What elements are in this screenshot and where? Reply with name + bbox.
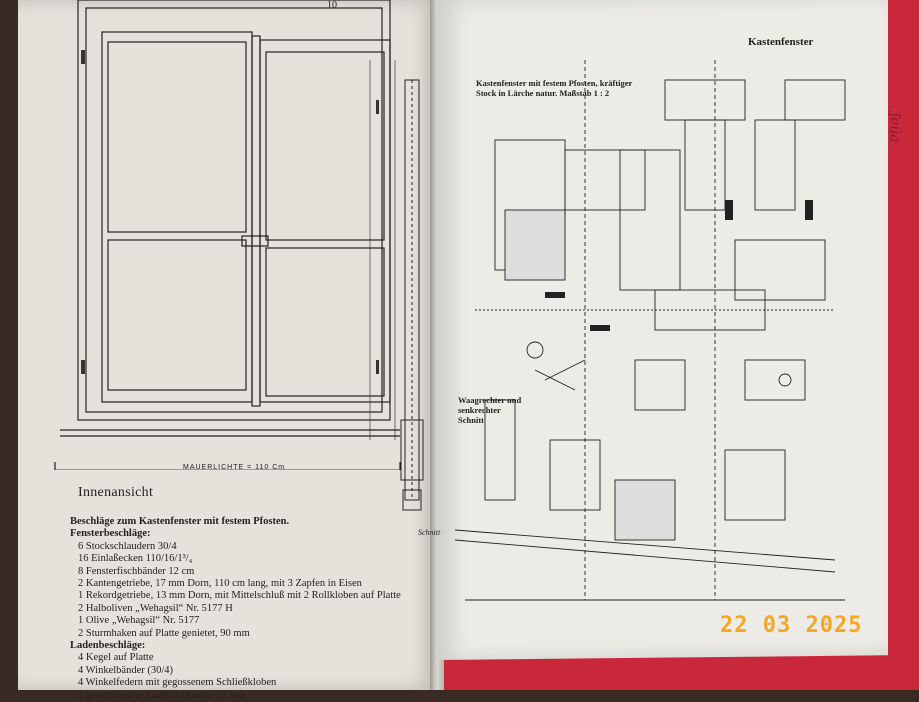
running-title: Kastenfenster: [748, 36, 814, 48]
list-item: 2 geschmiedete Ladenlichtweite 30 mm: [78, 689, 246, 701]
list-item: 2 Halboliven „Wehagsil“ Nr. 5177 H: [78, 602, 233, 614]
list-item: 8 Fensterfischbänder 12 cm: [78, 565, 195, 577]
list-item: 4 Winkelbänder (30/4): [78, 664, 174, 676]
drawing-caption: Kastenfenster mit festem Pfosten, kräfti…: [476, 78, 633, 98]
page-top-fragment: 10: [327, 0, 337, 11]
dimension-label: MAUERLICHTE = 110 Cm: [183, 464, 286, 471]
list-item: 1 Rekordgetriebe, 13 mm Dorn, mit Mittel…: [78, 590, 401, 602]
date-stamp: 22 03 2025: [720, 613, 863, 638]
left-book-page: [18, 0, 438, 690]
fittings-list: Beschläge zum Kastenfenster mit festem P…: [70, 516, 420, 702]
list-item: 2 Kantengetriebe, 17 mm Dorn, 110 cm lan…: [78, 578, 362, 590]
list-item: 1 Olive „Wehagsil“ Nr. 5177: [78, 615, 200, 627]
list-item: 6 Stockschlaudern 30/4: [78, 540, 177, 552]
shutter-fittings-title: Ladenbeschläge:: [70, 640, 146, 652]
section-technical-drawing: [455, 60, 846, 601]
window-fittings-title: Fensterbeschläge:: [70, 528, 151, 540]
list-item: 4 Winkelfedern mit gegossenem Schließklo…: [78, 677, 277, 689]
list-item: 16 Einlaßecken 110/16/1³/₄: [78, 553, 193, 565]
fittings-title: Beschläge zum Kastenfenster mit festem P…: [70, 516, 290, 527]
list-item: 4 Kegel auf Platte: [78, 652, 154, 664]
schnitt-label: Schnitt: [418, 528, 441, 537]
window-elevation-drawing: [54, 0, 401, 470]
handwriting-decoration-2: ʃeüa: [886, 113, 903, 143]
side-section-drawing: [400, 79, 424, 511]
list-item: 2 Sturmhaken auf Platte genietet, 90 mm: [78, 627, 250, 639]
page-heading: Innenansicht: [78, 485, 154, 500]
